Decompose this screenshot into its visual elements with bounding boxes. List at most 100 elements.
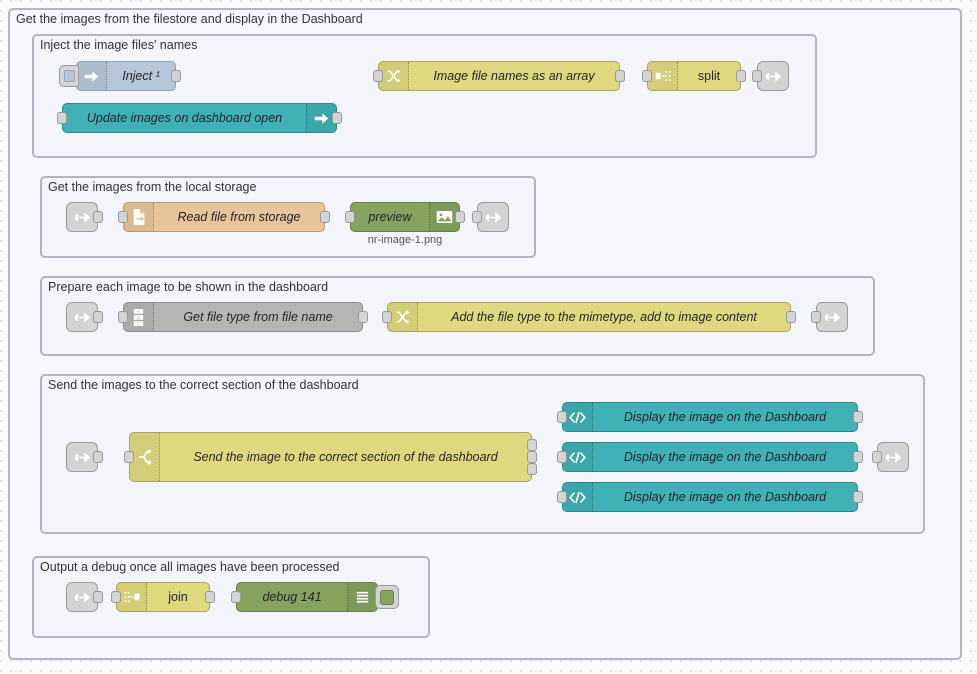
node-link-in-5[interactable] [66, 582, 103, 612]
port-out[interactable] [358, 311, 368, 323]
port-out[interactable] [320, 211, 330, 223]
node-get-file-type-label: Get file type from file name [183, 310, 333, 324]
port-in[interactable] [872, 451, 882, 463]
node-split[interactable]: split [642, 61, 746, 91]
port-out-2[interactable] [527, 451, 537, 463]
debug-lines-icon [347, 583, 377, 611]
node-read-file[interactable]: Read file from storage [118, 202, 330, 232]
port-out-1[interactable] [527, 439, 537, 451]
node-link-in-4[interactable] [66, 442, 103, 472]
node-link-in-3[interactable] [66, 302, 103, 332]
node-debug-label: debug 141 [262, 590, 322, 604]
port-in[interactable] [124, 451, 134, 463]
port-in[interactable] [557, 411, 567, 423]
node-split-label: split [697, 69, 721, 83]
port-in[interactable] [231, 591, 241, 603]
node-display-image-3-label: Display the image on the Dashboard [623, 490, 827, 504]
node-display-image-2-label: Display the image on the Dashboard [623, 450, 827, 464]
inject-trigger-button[interactable] [59, 65, 79, 87]
node-add-mimetype[interactable]: Add the file type to the mimetype, add t… [382, 302, 796, 332]
link-out-icon [758, 62, 788, 90]
port-out[interactable] [853, 411, 863, 423]
link-out-icon [878, 443, 908, 471]
node-get-file-type[interactable]: A B C Get file type from file name [118, 302, 368, 332]
change-swap-icon [388, 303, 418, 331]
node-preview[interactable]: preview [345, 202, 465, 232]
group-outer-label: Get the images from the filestore and di… [16, 12, 363, 26]
node-debug[interactable]: debug 141 [231, 582, 399, 612]
node-inject-label: Inject ¹ [122, 69, 160, 83]
node-link-out-3[interactable] [811, 302, 848, 332]
port-out[interactable] [455, 211, 465, 223]
port-out[interactable] [332, 112, 342, 124]
port-in[interactable] [811, 311, 821, 323]
svg-text:B: B [137, 315, 140, 320]
port-in[interactable] [118, 311, 128, 323]
port-out[interactable] [93, 211, 103, 223]
group-debug-output-label: Output a debug once all images have been… [40, 560, 340, 574]
node-display-image-1[interactable]: Display the image on the Dashboard [557, 402, 863, 432]
group-local-storage-label: Get the images from the local storage [48, 180, 257, 194]
port-out[interactable] [853, 451, 863, 463]
group-prepare-image-label: Prepare each image to be shown in the da… [48, 280, 329, 294]
group-inject-label: Inject the image files' names [40, 38, 198, 52]
port-out[interactable] [93, 311, 103, 323]
port-in[interactable] [557, 491, 567, 503]
node-dashboard-open-label: Update images on dashboard open [86, 111, 283, 125]
node-read-file-label: Read file from storage [177, 210, 301, 224]
port-in[interactable] [345, 211, 355, 223]
port-out[interactable] [93, 451, 103, 463]
port-in[interactable] [557, 451, 567, 463]
node-join-label: join [168, 590, 188, 604]
port-in[interactable] [642, 70, 652, 82]
port-out[interactable] [736, 70, 746, 82]
svg-text:C: C [137, 321, 140, 326]
debug-toggle-face [380, 589, 394, 605]
node-join[interactable]: join [111, 582, 215, 612]
port-out-3[interactable] [527, 463, 537, 475]
image-preview-icon [429, 203, 459, 231]
string-abc-icon: A B C [124, 303, 154, 331]
port-out[interactable] [786, 311, 796, 323]
template-code-icon [563, 403, 593, 431]
link-in-icon [67, 443, 97, 471]
node-dashboard-open[interactable]: Update images on dashboard open [57, 103, 342, 133]
node-display-image-1-label: Display the image on the Dashboard [623, 410, 827, 424]
port-out[interactable] [93, 591, 103, 603]
file-read-icon [124, 203, 154, 231]
port-in[interactable] [57, 112, 67, 124]
node-image-file-names[interactable]: Image file names as an array [373, 61, 625, 91]
node-link-in-2[interactable] [66, 202, 103, 232]
link-in-icon [67, 203, 97, 231]
group-inject[interactable]: Inject the image files' names [32, 34, 817, 158]
node-image-file-names-label: Image file names as an array [433, 69, 595, 83]
inject-arrow-icon [77, 62, 107, 90]
port-in[interactable] [111, 591, 121, 603]
node-link-out-4[interactable] [872, 442, 909, 472]
node-switch-section[interactable]: Send the image to the correct section of… [124, 432, 537, 482]
port-in[interactable] [118, 211, 128, 223]
port-out[interactable] [205, 591, 215, 603]
node-display-image-3[interactable]: Display the image on the Dashboard [557, 482, 863, 512]
node-inject[interactable]: Inject ¹ [59, 61, 181, 91]
link-in-icon [67, 583, 97, 611]
port-in[interactable] [472, 211, 482, 223]
inject-button-face [63, 70, 75, 82]
template-code-icon [563, 483, 593, 511]
node-link-out-1[interactable] [752, 61, 789, 91]
join-icon [117, 583, 147, 611]
change-swap-icon [379, 62, 409, 90]
port-in[interactable] [382, 311, 392, 323]
node-display-image-2[interactable]: Display the image on the Dashboard [557, 442, 863, 472]
port-out[interactable] [853, 491, 863, 503]
port-in[interactable] [373, 70, 383, 82]
port-out[interactable] [171, 70, 181, 82]
node-preview-label: preview [368, 210, 412, 224]
debug-enable-toggle-button[interactable] [375, 585, 399, 609]
node-link-out-2[interactable] [472, 202, 509, 232]
port-out[interactable] [615, 70, 625, 82]
link-in-icon [67, 303, 97, 331]
inject-arrow-icon [306, 104, 336, 132]
port-in[interactable] [752, 70, 762, 82]
